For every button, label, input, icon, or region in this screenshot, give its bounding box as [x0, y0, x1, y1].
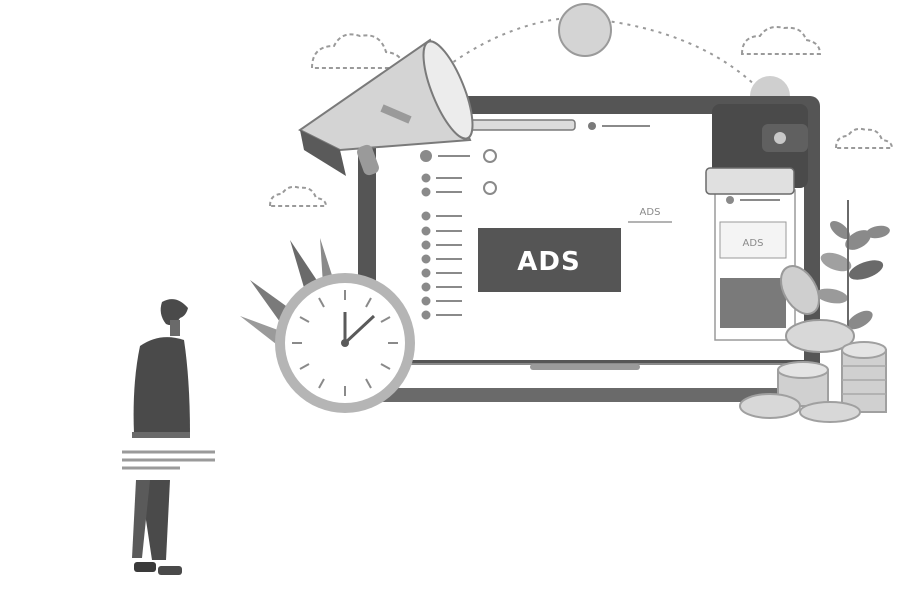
sun-icon	[558, 3, 612, 57]
browser-dot-icon	[588, 122, 596, 130]
plant-icon	[816, 200, 890, 340]
cloud-icon	[834, 127, 894, 149]
radio-icon	[483, 149, 497, 163]
ads-sticker-mid-label: ADS	[743, 238, 764, 249]
wallet-icon	[705, 104, 808, 195]
ads-sticker-mid	[719, 221, 787, 259]
megaphone-icon	[298, 38, 474, 176]
cloud-icon	[740, 26, 822, 55]
person-figure	[132, 299, 190, 575]
radio-icon	[483, 181, 497, 195]
panel-dot-icon	[726, 196, 734, 204]
ads-sticker-top-label: ADS	[640, 207, 661, 218]
sidebar-list	[420, 150, 470, 320]
clock-icon	[240, 238, 415, 413]
ads-banner	[478, 228, 621, 292]
motion-lines	[122, 450, 215, 470]
coins-icon	[739, 265, 887, 423]
laptop-base-bottom	[376, 388, 822, 402]
cloud-icon	[310, 33, 404, 69]
ads-banner-label: ADS	[517, 247, 580, 277]
laptop-trackpad-notch	[530, 364, 640, 370]
cloud-icon	[268, 185, 328, 207]
panel-image-block	[720, 278, 786, 328]
